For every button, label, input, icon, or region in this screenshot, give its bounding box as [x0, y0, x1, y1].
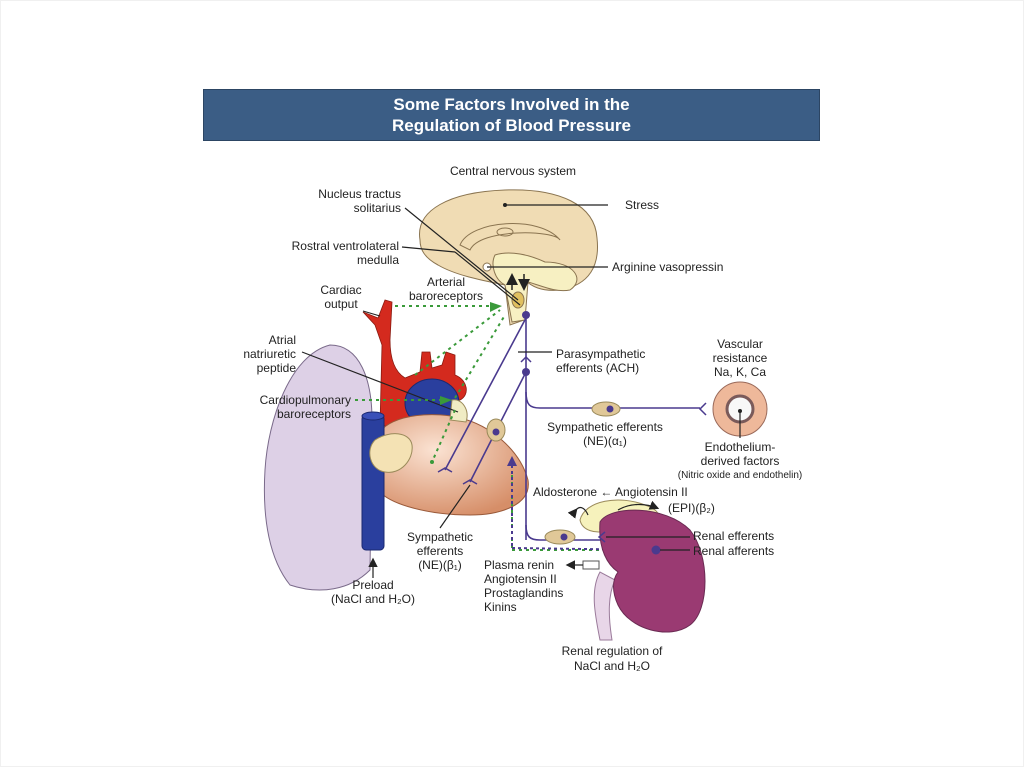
- label-nts-2: solitarius: [354, 201, 401, 215]
- label-renal-afferents: Renal afferents: [693, 544, 774, 558]
- label-sym-beta-2: efferents: [417, 544, 463, 558]
- renal-ganglion-node: [560, 533, 568, 541]
- label-endo-2: derived factors: [701, 454, 780, 468]
- label-sym-alpha-1: Sympathetic efferents: [547, 420, 663, 434]
- cardiac-ganglion-node: [492, 428, 500, 436]
- brain-thalamus: [496, 227, 514, 237]
- renal-synapse-icon: [597, 531, 606, 543]
- label-rvlm-1: Rostral ventrolateral: [292, 239, 399, 253]
- label-endo-1: Endothelium-: [705, 440, 776, 454]
- label-anp-3: peptide: [257, 361, 297, 375]
- vascular-ganglion-node: [606, 405, 614, 413]
- label-plasma-renin: Plasma renin: [484, 558, 554, 572]
- synapse-icon: [520, 355, 532, 363]
- label-preload-2: (NaCl and H₂O): [331, 592, 415, 606]
- label-vascular-2: resistance: [713, 351, 768, 365]
- label-arterial-baro-1: Arterial: [427, 275, 465, 289]
- label-epi: (EPI)(β₂): [668, 501, 715, 515]
- cardiac-output-leader: [362, 310, 381, 317]
- aortic-arch-path: [414, 309, 501, 376]
- label-aldosterone: Aldosterone ← Angiotensin II: [533, 485, 688, 499]
- label-kinins: Kinins: [484, 600, 517, 614]
- sym-beta-leader: [439, 484, 471, 529]
- sym-to-kidney: [525, 524, 615, 541]
- arterial-baro-arrow-icon: [490, 302, 502, 312]
- label-avp: Arginine vasopressin: [612, 260, 723, 274]
- label-cardiac-output-2: output: [324, 297, 358, 311]
- anp-leader: [301, 351, 459, 413]
- ureter: [593, 571, 616, 641]
- kidney: [599, 509, 706, 633]
- renal-output-box: [582, 560, 600, 570]
- label-parasym-2: efferents (ACH): [556, 361, 639, 375]
- label-angiotensin: Angiotensin II: [484, 572, 557, 586]
- cns-nerve-node: [522, 311, 530, 319]
- label-preload-1: Preload: [352, 578, 393, 592]
- brain-corpus-callosum: [459, 223, 561, 251]
- label-endo-3: (Nitric oxide and endothelin): [678, 470, 803, 481]
- label-anp-2: natriuretic: [243, 347, 296, 361]
- renal-ganglion: [544, 529, 576, 545]
- label-cardiac-output-1: Cardiac: [320, 283, 361, 297]
- label-cp-baro-1: Cardiopulmonary: [260, 393, 351, 407]
- sym-to-vessel: [525, 391, 700, 409]
- cardiopulm-to-cns-path: [454, 314, 506, 399]
- nts-leader: [404, 207, 519, 301]
- title-line-2: Regulation of Blood Pressure: [392, 116, 631, 135]
- label-parasym-1: Parasympathetic: [556, 347, 645, 361]
- renal-afferent-path: [511, 465, 656, 551]
- label-cp-baro-2: baroreceptors: [277, 407, 351, 421]
- vessel-synapse-icon: [698, 402, 707, 416]
- stress-dot: [503, 203, 507, 207]
- rvlm-leader-b: [454, 251, 521, 306]
- vena-cava-top: [361, 411, 385, 421]
- label-cns: Central nervous system: [450, 164, 576, 178]
- epi-arrow-icon: [617, 500, 660, 511]
- vena-cava: [361, 414, 385, 551]
- label-sym-beta-1: Sympathetic: [407, 530, 473, 544]
- heart-receptor-dot: [430, 460, 434, 464]
- title-line-1: Some Factors Involved in the: [393, 95, 630, 114]
- label-renal-efferents: Renal efferents: [693, 529, 774, 543]
- label-stress: Stress: [625, 198, 659, 212]
- label-anp-1: Atrial: [269, 333, 296, 347]
- diagram-title-bar: Some Factors Involved in the Regulation …: [203, 89, 820, 141]
- renal-afferent-node: [651, 545, 661, 555]
- label-sym-alpha-2: (NE)(α₁): [583, 434, 627, 448]
- label-vascular-1: Vascular: [717, 337, 763, 351]
- heart-inner-path: [431, 409, 456, 463]
- renal-afferent-arrow-icon: [507, 456, 517, 466]
- label-vascular-3: Na, K, Ca: [714, 365, 766, 379]
- rvlm-leader-a: [401, 246, 456, 253]
- lung-shape: [263, 344, 373, 591]
- epicardial-fat: [369, 433, 413, 473]
- label-sym-beta-3: (NE)(β₁): [418, 558, 462, 572]
- label-renal-reg-2: NaCl and H₂O: [574, 659, 650, 673]
- label-prostaglandins: Prostaglandins: [484, 586, 563, 600]
- heart-synapse-2-icon: [462, 479, 478, 485]
- heart-synapse-1-icon: [437, 467, 453, 473]
- cardiopulm-arrow-icon: [440, 396, 452, 405]
- aldosterone-arrow-icon: [567, 506, 589, 519]
- vascular-ganglion: [591, 401, 621, 417]
- label-rvlm-2: medulla: [357, 253, 399, 267]
- label-arterial-baro-2: baroreceptors: [409, 289, 483, 303]
- atrial-appendage: [449, 399, 468, 423]
- label-nts-1: Nucleus tractus: [318, 187, 401, 201]
- vagal-to-heart: [444, 317, 527, 471]
- label-renal-reg-1: Renal regulation of: [562, 644, 663, 658]
- parasym-ganglion-node: [522, 368, 530, 376]
